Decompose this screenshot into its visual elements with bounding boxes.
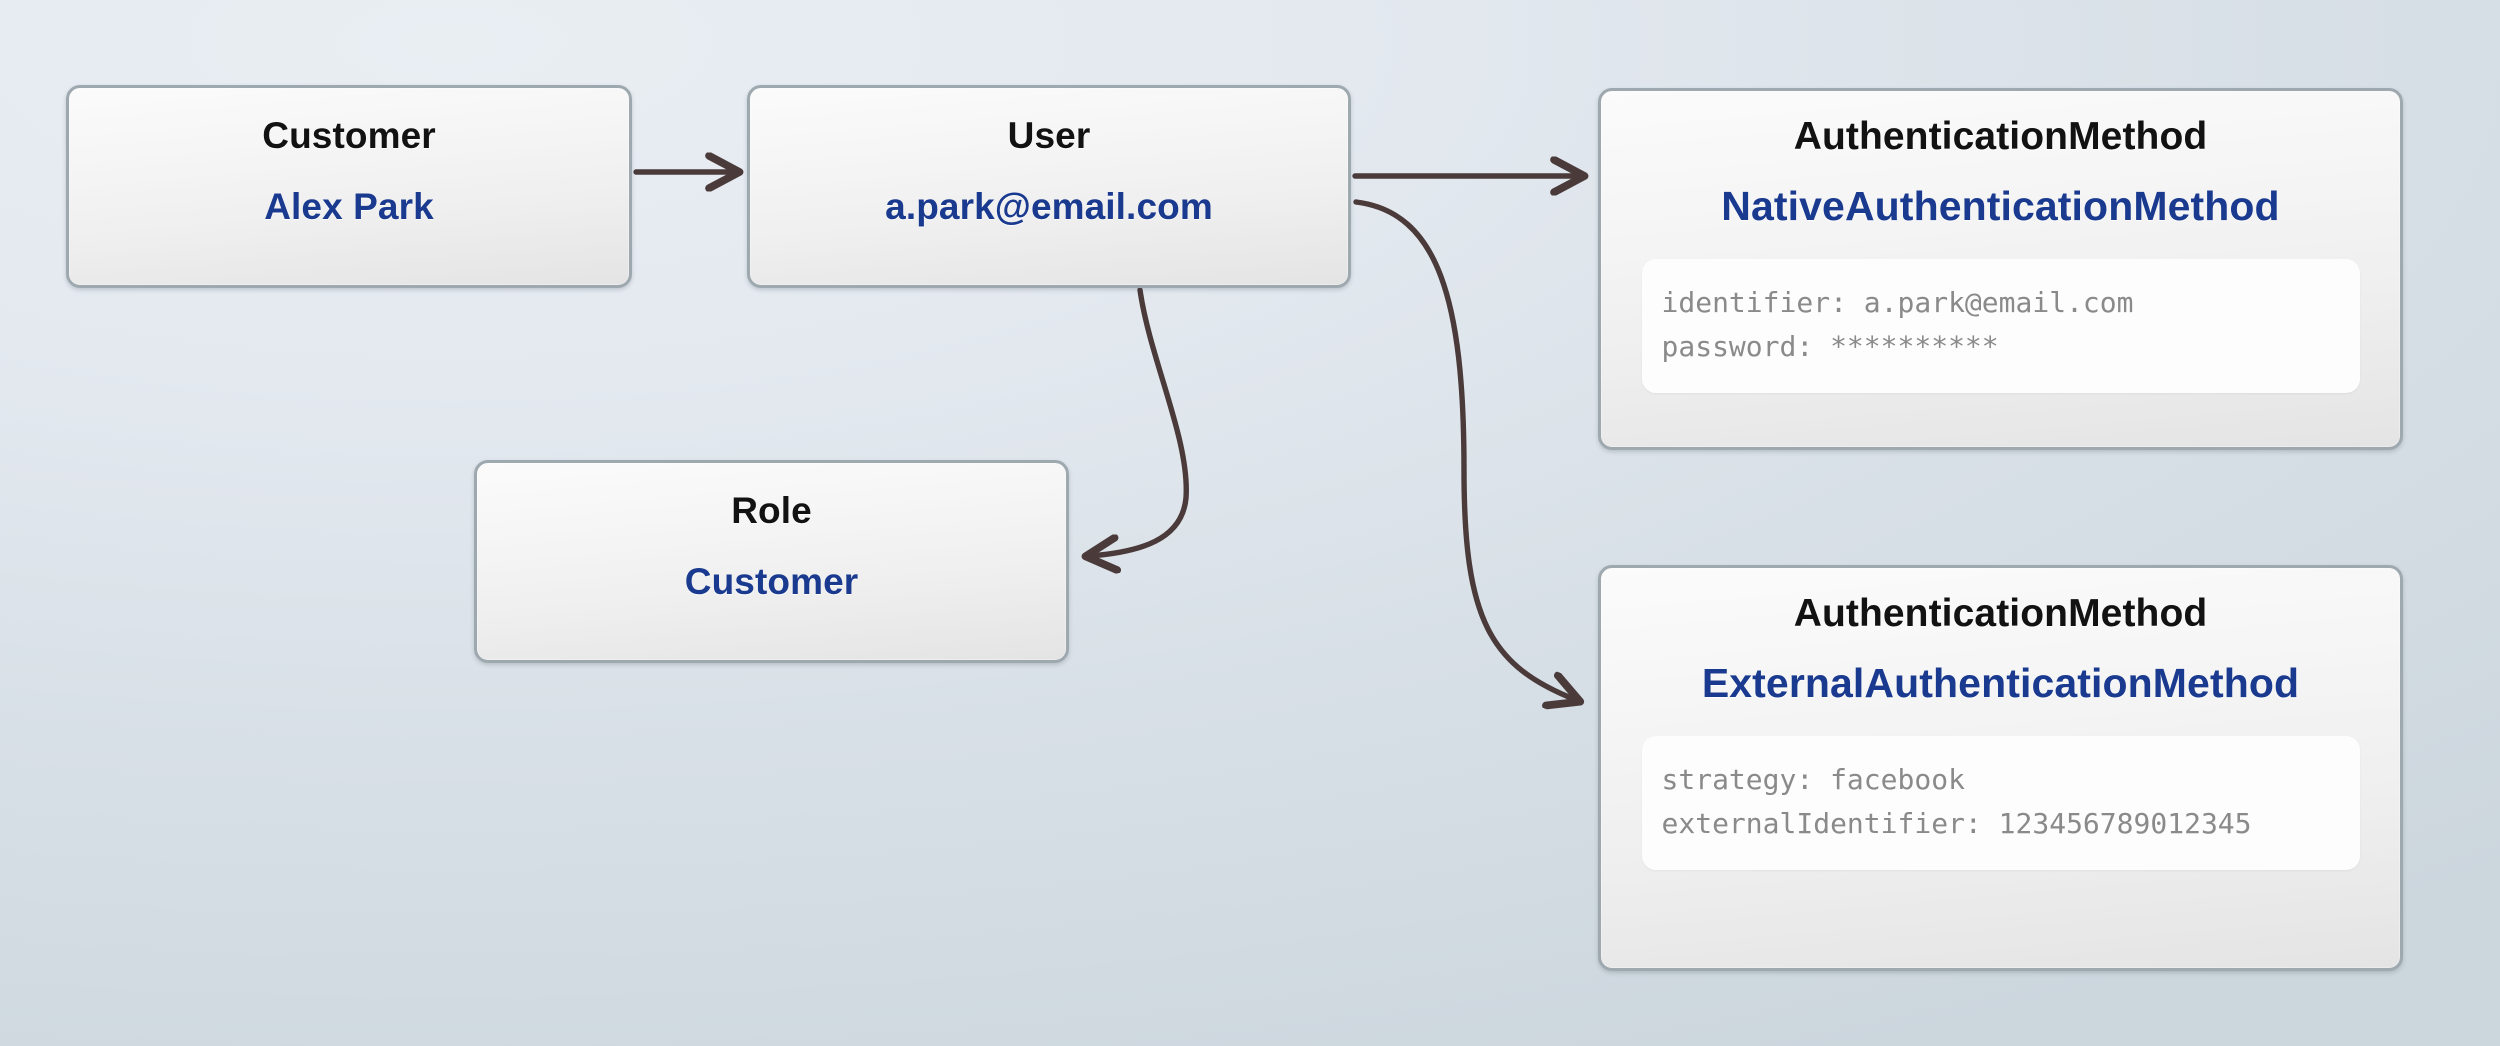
node-title: Customer (262, 115, 436, 156)
node-value: ExternalAuthenticationMethod (1701, 660, 2300, 706)
entity-node-user[interactable]: User a.park@email.com (747, 85, 1351, 288)
node-title: AuthenticationMethod (1793, 592, 2208, 635)
node-value: Alex Park (264, 186, 434, 227)
entity-node-native-authentication-method[interactable]: AuthenticationMethod NativeAuthenticatio… (1598, 88, 2403, 450)
property-line: password: ********** (1661, 330, 1999, 363)
property-line: strategy: facebook (1661, 763, 1965, 796)
entity-node-external-authentication-method[interactable]: AuthenticationMethod ExternalAuthenticat… (1598, 565, 2403, 971)
entity-node-customer[interactable]: Customer Alex Park (66, 85, 632, 288)
edge-user-to-external (1353, 199, 1576, 700)
property-line: identifier: a.park@email.com (1661, 286, 2134, 319)
entity-node-role[interactable]: Role Customer (474, 460, 1069, 663)
node-value: a.park@email.com (885, 186, 1213, 227)
node-title: User (1007, 115, 1091, 156)
node-value: NativeAuthenticationMethod (1721, 183, 2280, 229)
node-value: Customer (684, 561, 859, 602)
properties-box: identifier: a.park@email.com password: *… (1641, 259, 2360, 393)
properties-box: strategy: facebook externalIdentifier: 1… (1641, 736, 2360, 870)
edge-user-to-role (1090, 287, 1189, 556)
node-title: Role (731, 490, 812, 531)
property-line: externalIdentifier: 123456789012345 (1661, 807, 2252, 840)
node-title: AuthenticationMethod (1793, 115, 2208, 158)
